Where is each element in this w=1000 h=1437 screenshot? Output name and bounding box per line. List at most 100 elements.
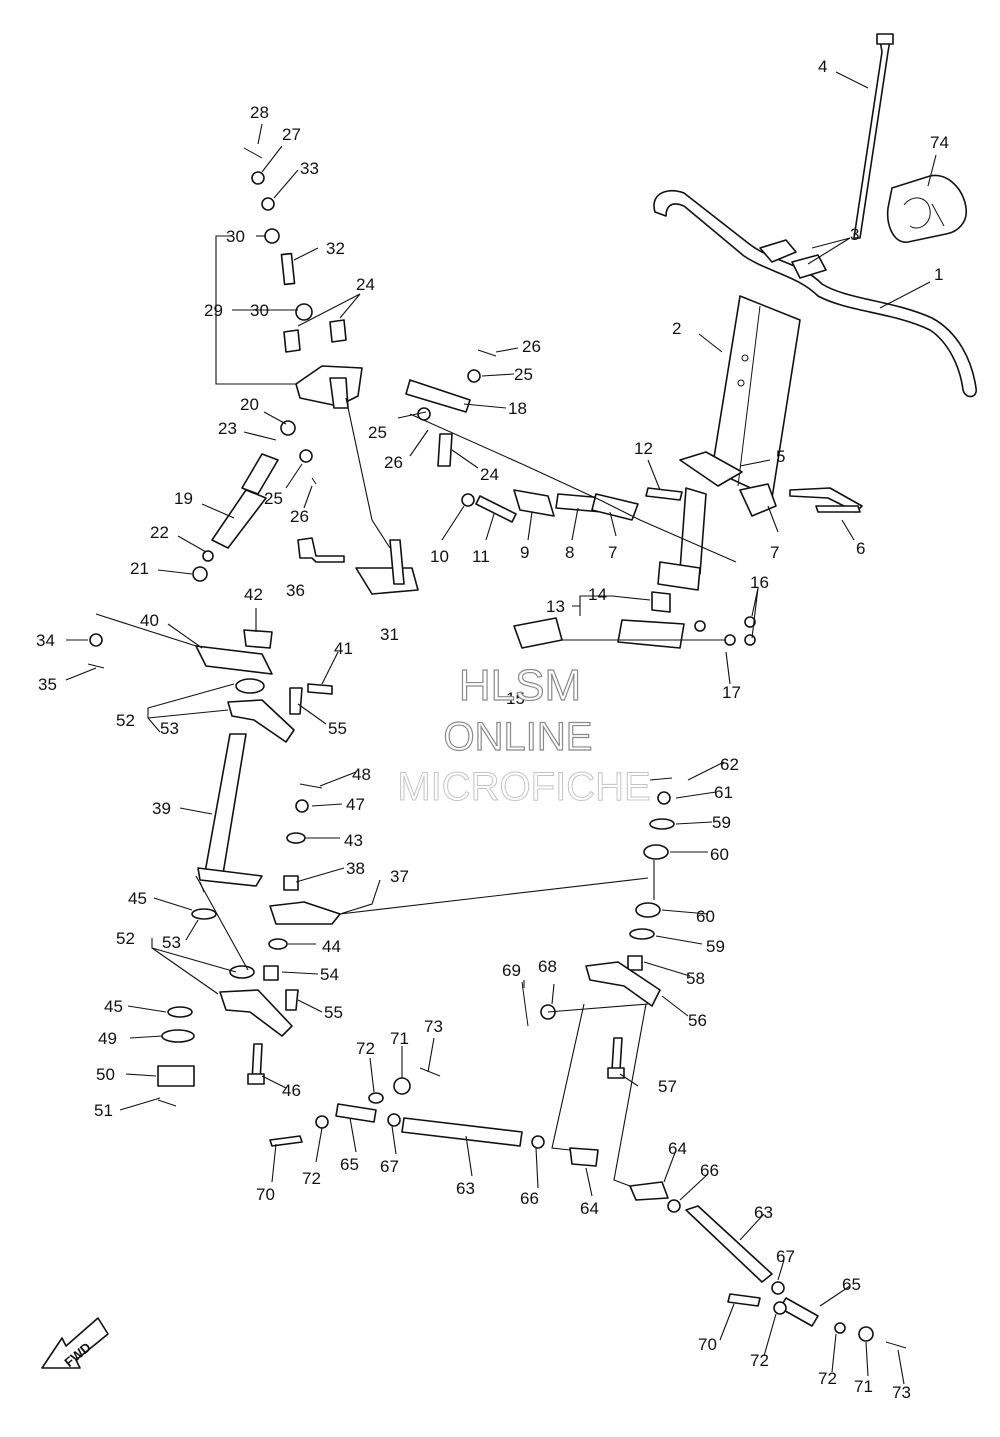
- callout: 40: [140, 611, 159, 630]
- callout: 73: [424, 1017, 443, 1036]
- callout: 49: [98, 1029, 117, 1048]
- callout: 55: [328, 719, 347, 738]
- callout: 17: [722, 683, 741, 702]
- callout: 58: [686, 969, 705, 988]
- callout: 28: [250, 103, 269, 122]
- arm-56: [585, 961, 661, 1007]
- pitman-arm: [513, 617, 563, 649]
- callout: 71: [390, 1029, 409, 1048]
- callout: 42: [244, 585, 263, 604]
- callout: 47: [346, 795, 365, 814]
- callout: 38: [346, 859, 365, 878]
- callout: 53: [160, 719, 179, 738]
- callout: 23: [218, 419, 237, 438]
- callout: 43: [344, 831, 363, 850]
- castle-nut: [157, 1065, 195, 1087]
- nut-small: [461, 493, 475, 507]
- watermark-line-2: ONLINE: [444, 715, 593, 759]
- callout: 21: [130, 559, 149, 578]
- callout: 16: [750, 573, 769, 592]
- steering-bracket-upper: [295, 365, 363, 407]
- callout: 9: [520, 543, 529, 562]
- callout: 65: [340, 1155, 359, 1174]
- callout: 71: [854, 1377, 873, 1396]
- callout: 45: [128, 889, 147, 908]
- callout: 46: [282, 1081, 301, 1100]
- callout: 45: [104, 997, 123, 1016]
- callout: 52: [116, 929, 135, 948]
- callout: 73: [892, 1383, 911, 1402]
- part-drawings: [41, 33, 977, 1369]
- leader-lines: [65, 71, 937, 1385]
- callout: 72: [818, 1369, 837, 1388]
- callout: 66: [700, 1161, 719, 1180]
- fwd-arrow-icon: [41, 1317, 109, 1369]
- pin: [645, 487, 683, 501]
- callout: 24: [480, 465, 499, 484]
- callout: 10: [430, 547, 449, 566]
- callout: 64: [668, 1139, 687, 1158]
- callout: 70: [698, 1335, 717, 1354]
- callout: 59: [712, 813, 731, 832]
- callout: 4: [818, 57, 827, 76]
- callout: 51: [94, 1101, 113, 1120]
- steering-arm: [195, 645, 273, 675]
- callout: 5: [776, 447, 785, 466]
- callout: 7: [608, 543, 617, 562]
- callout: 72: [356, 1039, 375, 1058]
- callout: 50: [96, 1065, 115, 1084]
- callout: 72: [302, 1169, 321, 1188]
- callout: 54: [320, 965, 339, 984]
- callout: 19: [174, 489, 193, 508]
- callout: 70: [256, 1185, 275, 1204]
- callout: 1: [934, 265, 943, 284]
- callout: 30: [250, 301, 269, 320]
- callout: 64: [580, 1199, 599, 1218]
- callout: 67: [380, 1157, 399, 1176]
- callout: 69: [502, 961, 521, 980]
- callout: 52: [116, 711, 135, 730]
- callout: 48: [352, 765, 371, 784]
- callout: 44: [322, 937, 341, 956]
- callout: 57: [658, 1077, 677, 1096]
- callout: 8: [565, 543, 574, 562]
- arm-upper-53: [227, 699, 295, 743]
- callout: 7: [770, 543, 779, 562]
- callout: 59: [706, 937, 725, 956]
- callout: 26: [384, 453, 403, 472]
- callout: 72: [750, 1351, 769, 1370]
- callout: 20: [240, 395, 259, 414]
- handlebar-clamp-pad: [886, 174, 968, 243]
- arm-lower-37: [269, 901, 341, 925]
- link-bracket: [513, 489, 555, 517]
- column-shaft: [679, 487, 707, 575]
- callout: 26: [290, 507, 309, 526]
- callout: 31: [380, 625, 399, 644]
- bracket-upper: [739, 483, 777, 517]
- callout: 2: [672, 319, 681, 338]
- callout: 53: [162, 933, 181, 952]
- callout: 3: [850, 225, 859, 244]
- bolt-long: [853, 39, 891, 239]
- callout-labels: 1 2 3 4 5 6 7 7 8 9 10 11 12 13 14 15 16…: [36, 57, 949, 1402]
- callout: 27: [282, 125, 301, 144]
- callout: 11: [472, 547, 490, 566]
- callout: 62: [720, 755, 739, 774]
- callout: 74: [930, 133, 949, 152]
- callout: 22: [150, 523, 169, 542]
- steering-rod: [211, 489, 267, 549]
- column-flange: [679, 451, 743, 487]
- steering-shaft: [203, 733, 247, 881]
- callout: 67: [776, 1247, 795, 1266]
- callout: 66: [520, 1189, 539, 1208]
- callout: 35: [38, 675, 57, 694]
- callout: 60: [710, 845, 729, 864]
- tie-rod-right: [685, 1205, 773, 1283]
- callout: 36: [286, 581, 305, 600]
- callout: 41: [334, 639, 353, 658]
- watermark: HLSM ONLINE MICROFICHE: [397, 660, 651, 809]
- callout: 39: [152, 799, 171, 818]
- callout: 25: [514, 365, 533, 384]
- tie-rod-left: [401, 1117, 523, 1147]
